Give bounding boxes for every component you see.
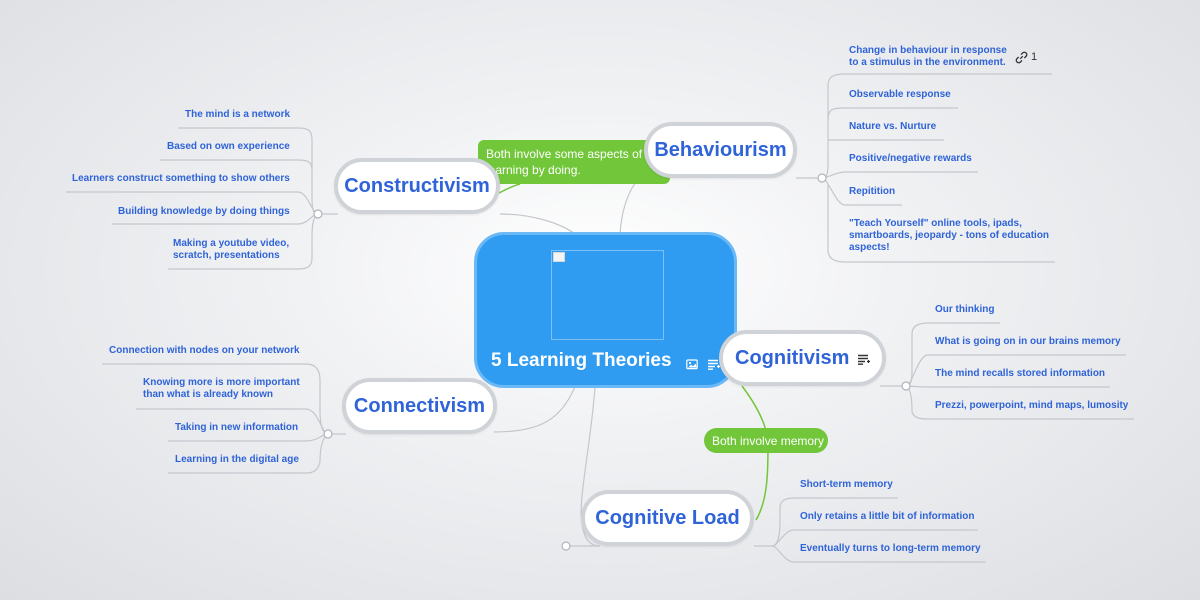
leaf-cognitive-load-3[interactable]: Eventually turns to long-term memory [800, 543, 981, 554]
link-count: 1 [1031, 51, 1038, 63]
topic-cognitivism[interactable]: Cognitivism [719, 330, 886, 386]
leaf-behaviourism-2[interactable]: Observable response [849, 89, 951, 100]
leaf-cognitivism-3[interactable]: The mind recalls stored information [935, 368, 1106, 379]
link-icon[interactable] [1015, 51, 1028, 64]
leaf-behaviourism-4[interactable]: Positive/negative rewards [849, 153, 972, 164]
relation-label-doing[interactable]: Both involve some aspects of learning by… [478, 140, 670, 184]
central-topic-title: 5 Learning Theories [491, 350, 672, 371]
leaf-constructivism-2[interactable]: Based on own experience [167, 141, 290, 152]
topic-behaviourism[interactable]: Behaviourism [644, 122, 797, 178]
relation-label-memory[interactable]: Both involve memory [704, 428, 828, 453]
topic-connectivism[interactable]: Connectivism [342, 378, 497, 434]
topic-constructivism[interactable]: Constructivism [334, 158, 500, 214]
broken-image-icon [553, 252, 565, 262]
central-topic[interactable]: 5 Learning Theories [474, 232, 737, 388]
leaf-connectivism-1[interactable]: Connection with nodes on your network [109, 345, 300, 356]
leaf-cognitivism-1[interactable]: Our thinking [935, 304, 995, 315]
image-icon[interactable] [686, 359, 698, 370]
leaf-cognitive-load-2[interactable]: Only retains a little bit of information [800, 511, 975, 522]
leaf-cognitive-load-1[interactable]: Short-term memory [800, 479, 893, 490]
leaf-behaviourism-6[interactable]: "Teach Yourself" online tools, ipads, sm… [849, 218, 1050, 253]
leaf-connectivism-4[interactable]: Learning in the digital age [175, 454, 299, 465]
cognitivism-collapse-dot [901, 381, 911, 391]
notes-icon[interactable] [858, 354, 871, 365]
leaf-constructivism-5[interactable]: Making a youtube video, scratch, present… [173, 238, 290, 261]
leaf-connectivism-3[interactable]: Taking in new information [175, 422, 299, 433]
cognitive-load-collapse-dot [561, 541, 571, 551]
connectivism-collapse-dot [323, 429, 333, 439]
connector-connectivism [493, 386, 576, 433]
leaf-cognitivism-4[interactable]: Prezzi, powerpoint, mind maps, lumosity [935, 400, 1129, 411]
topic-cognitive-load[interactable]: Cognitive Load [581, 490, 754, 546]
leaf-constructivism-3[interactable]: Learners construct something to show oth… [72, 173, 290, 184]
leaf-behaviourism-3[interactable]: Nature vs. Nurture [849, 121, 937, 132]
leaf-behaviourism-1[interactable]: Change in behaviour in response to a sti… [849, 45, 1007, 68]
leaf-connectivism-2[interactable]: Knowing more is more important than what… [143, 377, 300, 400]
constructivism-collapse-dot [313, 209, 323, 219]
central-image-placeholder [551, 250, 664, 340]
connector-constructivism [499, 213, 579, 237]
leaf-constructivism-1[interactable]: The mind is a network [185, 109, 291, 120]
leaf-cognitivism-2[interactable]: What is going on in our brains memory [935, 336, 1121, 347]
behaviourism-collapse-dot [817, 173, 827, 183]
leaf-behaviourism-5[interactable]: Repitition [849, 186, 896, 197]
leaf-constructivism-4[interactable]: Building knowledge by doing things [118, 206, 290, 217]
relation-line-doing [496, 183, 521, 195]
